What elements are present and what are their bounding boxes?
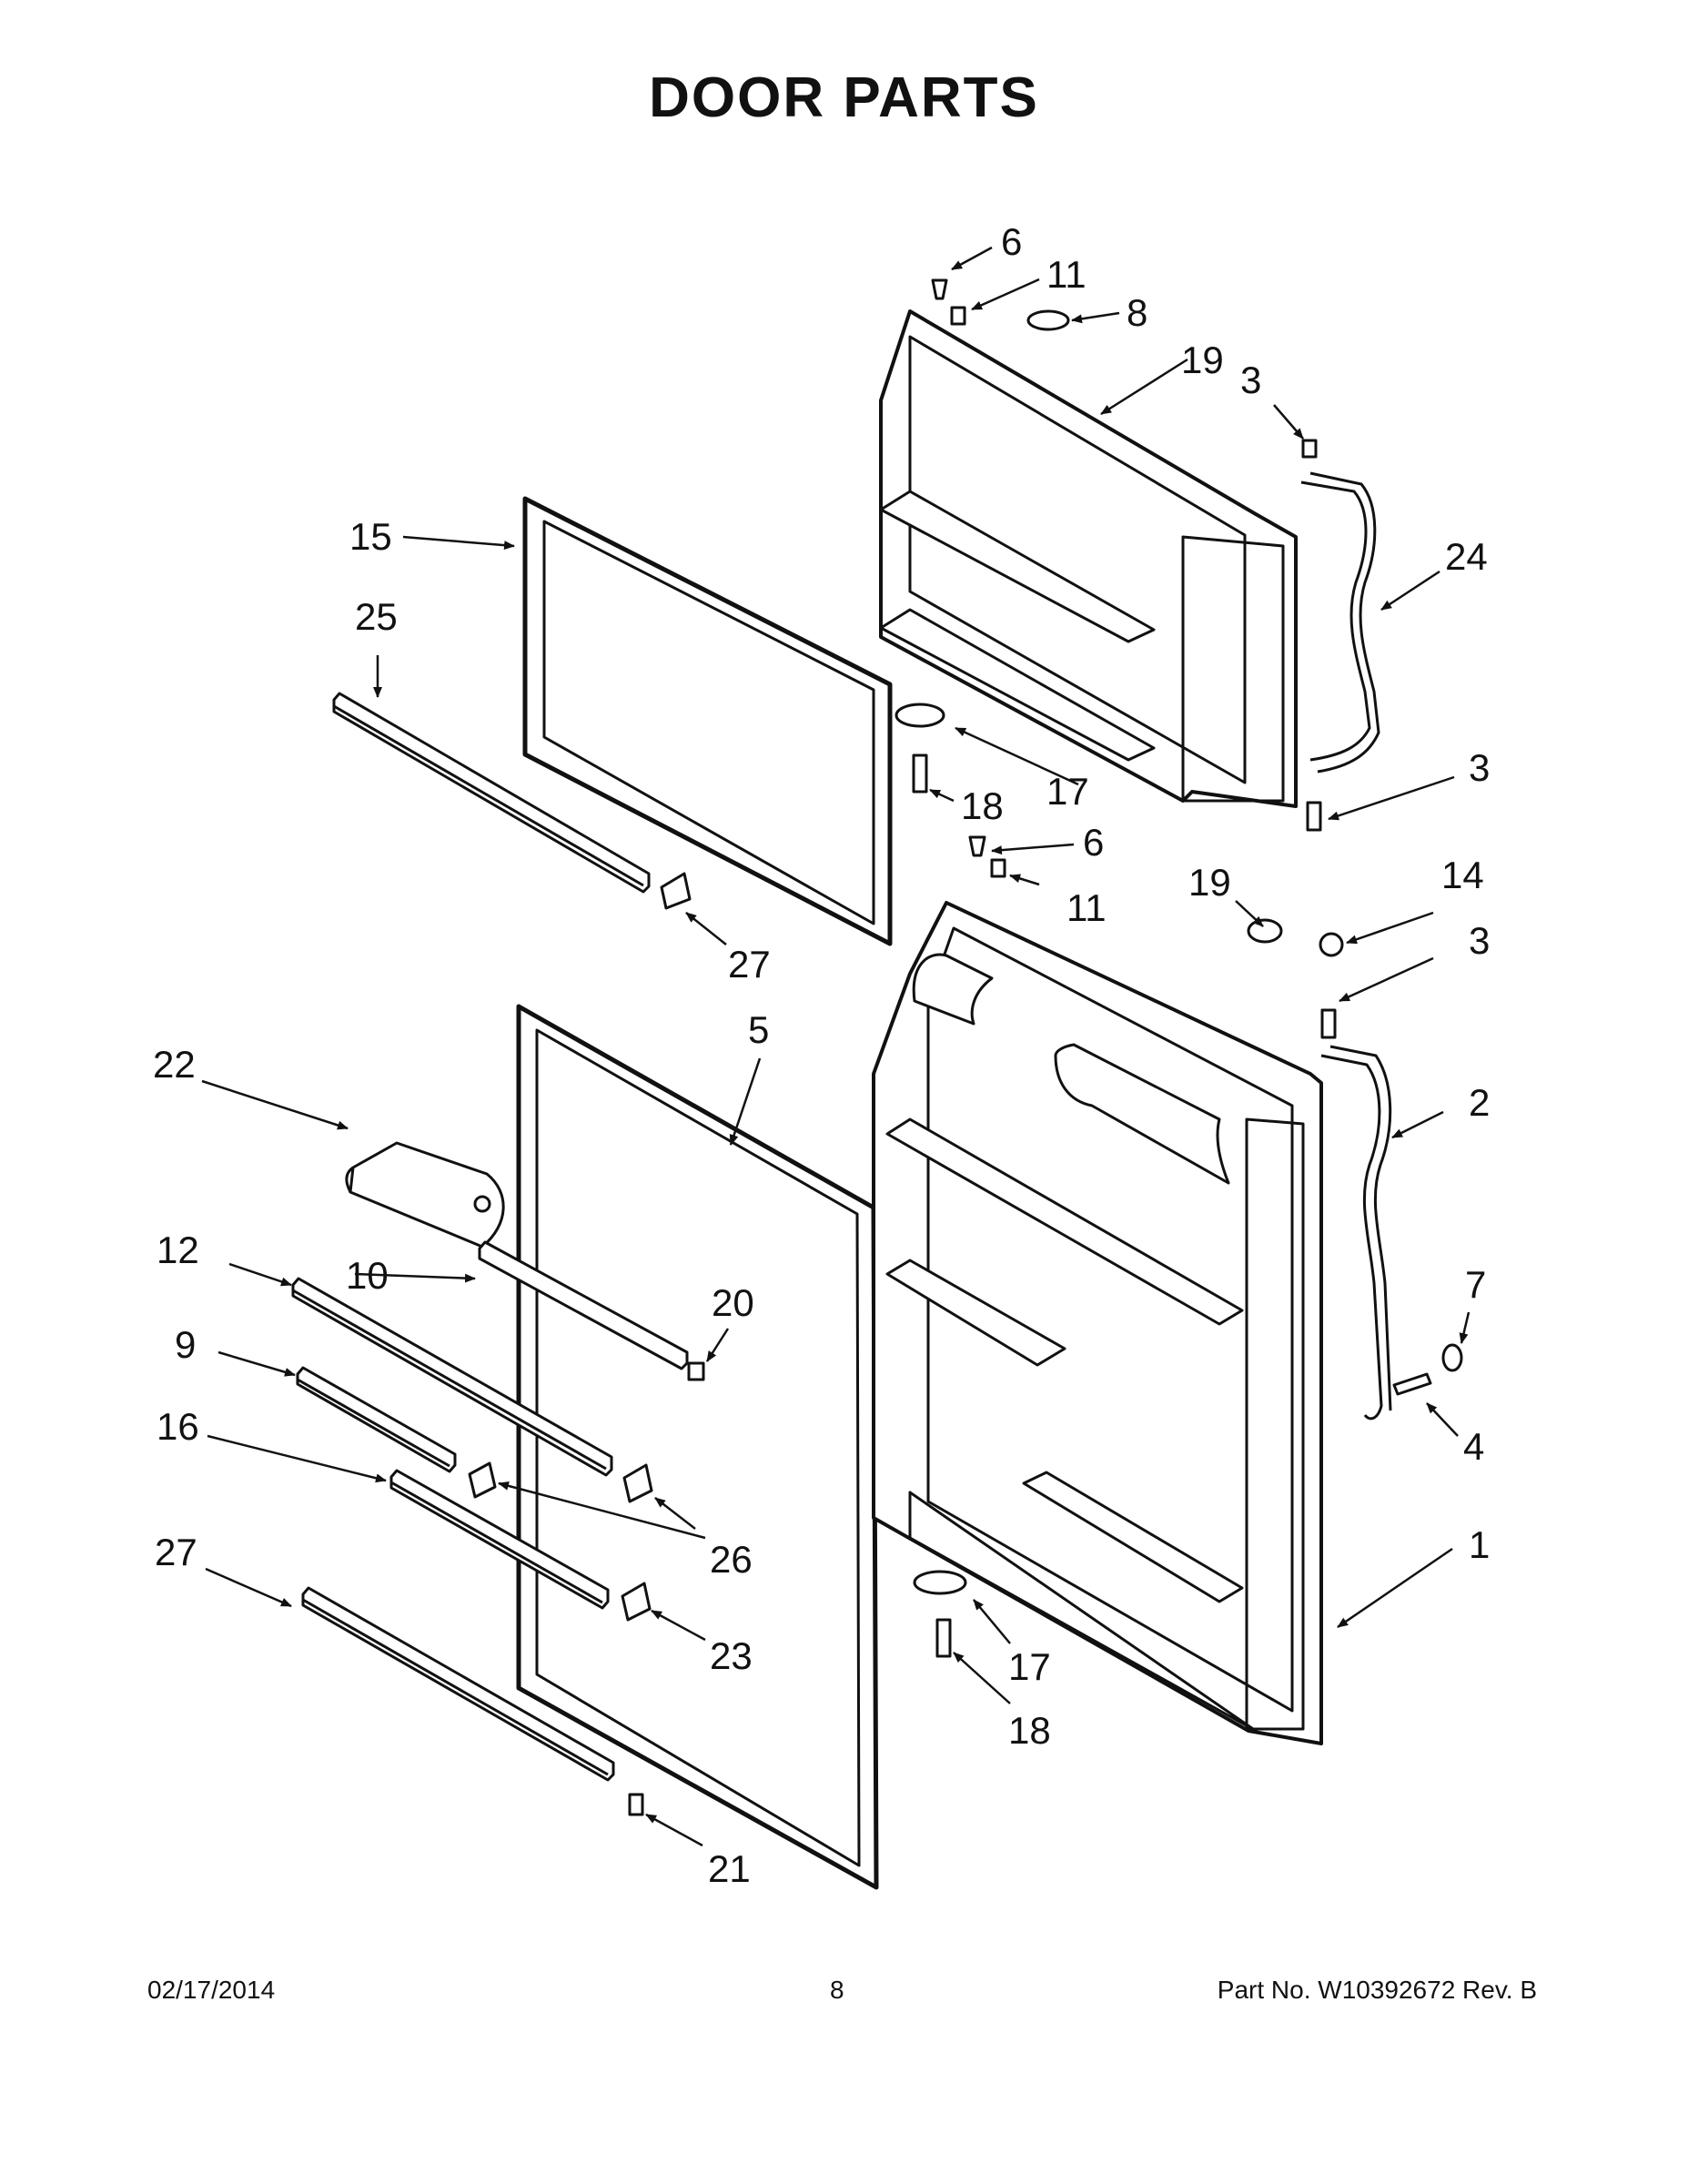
callout-26: 26 bbox=[710, 1538, 753, 1581]
callout-18: 18 bbox=[961, 784, 1004, 827]
shelf-bar-12 bbox=[291, 1277, 613, 1477]
plug-19 bbox=[1247, 918, 1283, 944]
callout-6: 6 bbox=[1001, 220, 1022, 263]
callout-12: 12 bbox=[157, 1228, 199, 1271]
callout-17: 17 bbox=[1046, 770, 1089, 813]
clip-21 bbox=[628, 1793, 644, 1816]
callout-17: 17 bbox=[1008, 1645, 1051, 1688]
callout-19: 19 bbox=[1188, 861, 1231, 904]
callout-20: 20 bbox=[712, 1281, 754, 1324]
screw-4 bbox=[1392, 1372, 1432, 1396]
fresh-food-door-handle bbox=[1320, 1045, 1392, 1421]
callout-27: 27 bbox=[728, 943, 771, 986]
plug-7 bbox=[1441, 1343, 1463, 1372]
freezer-shelf-clip bbox=[660, 872, 692, 910]
freezer-door-gasket bbox=[522, 496, 893, 946]
screw-11-upper bbox=[950, 306, 966, 326]
freezer-door bbox=[879, 309, 1298, 808]
callout-14: 14 bbox=[1441, 854, 1484, 896]
clip-26b bbox=[622, 1463, 653, 1503]
page-title: DOOR PARTS bbox=[649, 66, 1039, 129]
spacer-14 bbox=[1319, 932, 1344, 957]
callout-3: 3 bbox=[1469, 746, 1490, 789]
screw-3-mid bbox=[1306, 801, 1322, 832]
hinge-17-lower bbox=[913, 1570, 967, 1595]
callout-10: 10 bbox=[346, 1254, 389, 1297]
callout-19: 19 bbox=[1181, 339, 1224, 381]
footer-date: 02/17/2014 bbox=[147, 1976, 276, 2004]
clip-23 bbox=[621, 1582, 652, 1622]
callout-23: 23 bbox=[710, 1634, 753, 1677]
shelf-bar-16 bbox=[389, 1469, 610, 1610]
callout-8: 8 bbox=[1127, 291, 1147, 334]
callout-7: 7 bbox=[1465, 1263, 1486, 1306]
callout-25: 25 bbox=[355, 595, 398, 638]
clip-20 bbox=[687, 1361, 705, 1381]
callout-21: 21 bbox=[708, 1847, 751, 1890]
screw-18-lower bbox=[935, 1618, 952, 1658]
callout-2: 2 bbox=[1469, 1081, 1490, 1124]
callout-11: 11 bbox=[1046, 253, 1087, 296]
freezer-door-handle bbox=[1300, 471, 1380, 774]
callout-5: 5 bbox=[748, 1008, 769, 1051]
callout-18: 18 bbox=[1008, 1709, 1051, 1752]
callout-16: 16 bbox=[157, 1405, 199, 1448]
screw-18-upper bbox=[912, 753, 928, 794]
freezer-door-shelf-bar bbox=[332, 692, 651, 894]
footer-part-number: Part No. W10392672 Rev. B bbox=[1217, 1976, 1537, 2004]
callout-11: 11 bbox=[1066, 886, 1107, 929]
callout-1: 1 bbox=[1469, 1523, 1490, 1566]
dairy-door bbox=[345, 1141, 505, 1249]
footer-page-number: 8 bbox=[830, 1976, 844, 2004]
shim-8 bbox=[1026, 309, 1070, 331]
screw-3-lower bbox=[1320, 1008, 1337, 1039]
callout-6: 6 bbox=[1083, 821, 1104, 864]
callout-3: 3 bbox=[1469, 919, 1490, 962]
shelf-bar-27 bbox=[301, 1586, 615, 1782]
callout-15: 15 bbox=[349, 515, 392, 558]
callout-9: 9 bbox=[175, 1323, 196, 1366]
hinge-17-upper bbox=[895, 703, 945, 728]
screw-3-top bbox=[1301, 439, 1318, 459]
callout-3: 3 bbox=[1240, 359, 1261, 401]
callout-4: 4 bbox=[1463, 1425, 1484, 1468]
shelf-bar-9 bbox=[296, 1366, 457, 1473]
fresh-food-door bbox=[872, 901, 1323, 1745]
screw-11-lower bbox=[990, 858, 1006, 878]
screw-6-lower bbox=[968, 835, 986, 857]
callout-22: 22 bbox=[153, 1043, 196, 1086]
shelf-bar-10 bbox=[478, 1240, 689, 1370]
fresh-food-door-gasket bbox=[516, 1004, 879, 1890]
callout-27: 27 bbox=[155, 1531, 197, 1573]
screw-6-upper bbox=[931, 278, 948, 300]
clip-26a bbox=[468, 1461, 497, 1499]
callout-24: 24 bbox=[1445, 535, 1488, 578]
